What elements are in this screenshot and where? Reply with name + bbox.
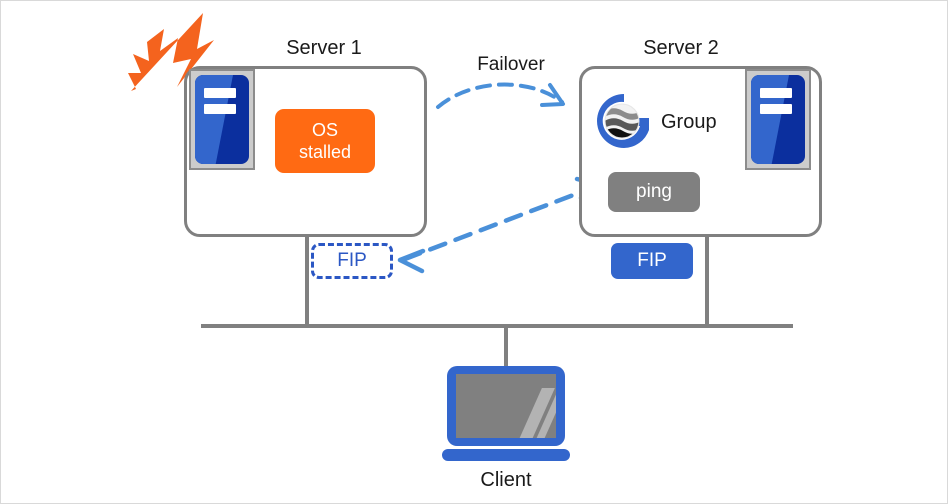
server-2-title: Server 2 [643,37,719,59]
server-rack-icon [745,69,811,170]
monitor-icon [447,366,565,446]
failover-arrow [436,82,564,109]
server-1-title: Server 1 [286,37,362,59]
fip-left-badge: FIP [311,243,393,279]
server-1-network-link [305,237,309,326]
ping-badge: ping [608,172,700,212]
server-rack-icon [189,69,255,170]
os-stalled-badge: OS stalled [275,109,375,173]
client-label: Client [480,469,532,491]
group-globe-logo-icon [597,94,649,148]
failover-label: Failover [477,54,545,75]
fip-right-badge: FIP [611,243,693,279]
ping-fip-arrow-line [402,183,600,262]
os-stalled-line-2: stalled [298,142,352,162]
os-stalled-line-1: OS [311,120,338,140]
failover-arrowhead [540,83,565,107]
client-network-link [504,326,508,372]
group-label: Group [661,111,717,133]
monitor-base [442,449,570,461]
server-2-network-link [705,237,709,326]
ping-fip-arrowhead-left [397,248,426,274]
network-bus-line [201,324,793,328]
